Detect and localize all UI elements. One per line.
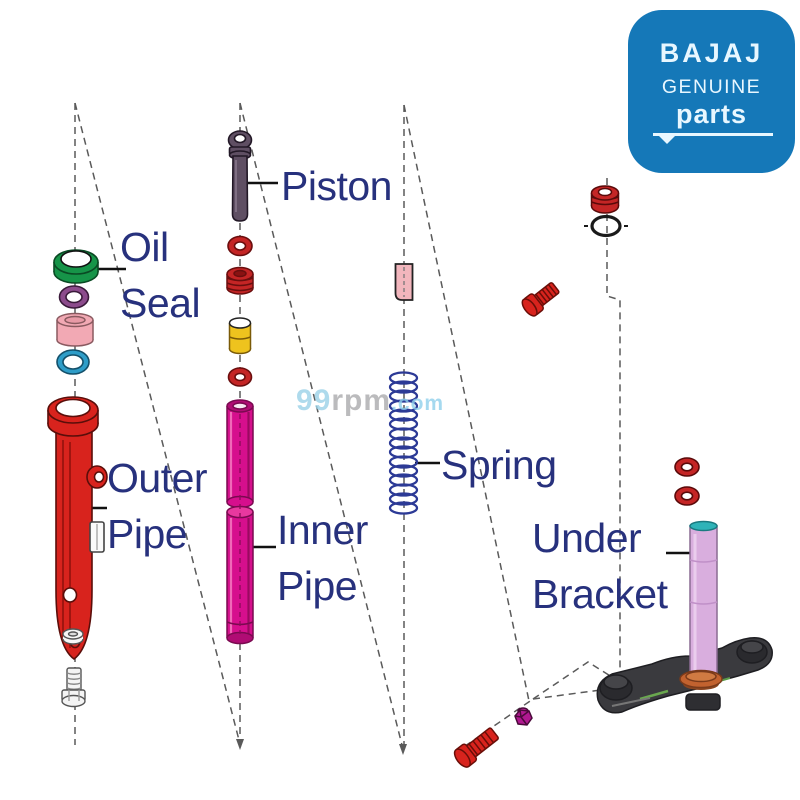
oil-seal-label: Oil Seal — [120, 219, 201, 331]
blue-oring-part — [56, 349, 90, 375]
ribbed-ring-part — [590, 185, 620, 214]
under-bracket-label: Under Bracket — [532, 510, 668, 622]
logo-brand-text: BAJAJ — [659, 38, 764, 68]
inner-pipe-part — [226, 399, 254, 645]
watermark-dotcom: .com — [391, 392, 445, 415]
oil-seal-label-line2: Seal — [120, 280, 201, 326]
pink-bushing-part — [56, 312, 94, 347]
drain-bolt-part — [61, 667, 86, 708]
inner-pipe-label-line1: Inner — [277, 507, 368, 553]
spring-label: Spring — [441, 437, 557, 493]
logo-underline — [653, 133, 773, 144]
spring-label-line1: Spring — [441, 442, 557, 488]
yellow-bushing-part — [228, 317, 252, 355]
under-bracket-label-line1: Under — [532, 515, 642, 561]
washer-nut-part — [62, 628, 84, 645]
outer-pipe-part — [47, 396, 108, 660]
guide-arrowheads — [236, 739, 407, 755]
inner-pipe-label: Inner Pipe — [277, 502, 368, 614]
watermark: 99rpm.com — [296, 384, 444, 418]
under-bracket-label-line2: Bracket — [532, 571, 668, 617]
purple-nut-part — [514, 707, 533, 726]
oil-seal-label-line1: Oil — [120, 224, 169, 270]
outer-pipe-label-line1: Outer — [107, 455, 208, 501]
piston-label-line1: Piston — [281, 163, 392, 209]
watermark-99: 99 — [296, 384, 332, 417]
stem-cap — [689, 520, 718, 532]
inner-pipe-label-line2: Pipe — [277, 563, 358, 609]
red-bolt-lower-part — [453, 727, 499, 768]
ribbed-seal-part — [226, 266, 254, 295]
outer-pipe-label: Outer Pipe — [107, 450, 208, 562]
logo-genuine-text: GENUINE — [661, 76, 762, 98]
steering-stem-part — [689, 520, 718, 683]
stem-collar-part — [679, 669, 723, 690]
logo-down-arrow-icon — [659, 136, 675, 144]
bajaj-genuine-parts-logo: BAJAJ GENUINE parts — [628, 10, 795, 173]
red-oring-bottom-part — [227, 367, 253, 387]
purple-oring-part — [58, 285, 90, 309]
black-oring-part — [584, 214, 628, 238]
rebound-piece-part — [394, 263, 414, 301]
oil-seal-part — [53, 249, 99, 284]
red-oring-top-part — [227, 235, 253, 257]
piston-label: Piston — [281, 158, 392, 214]
bracket-green-accent — [639, 689, 669, 701]
watermark-rpm: rpm — [331, 384, 392, 417]
piston-part — [227, 130, 253, 222]
outer-pipe-label-line2: Pipe — [107, 511, 188, 557]
stem-orings-part — [674, 457, 700, 506]
red-bolt-upper-part — [521, 282, 560, 317]
logo-parts-text: parts — [675, 99, 748, 129]
spring-part — [388, 371, 419, 515]
